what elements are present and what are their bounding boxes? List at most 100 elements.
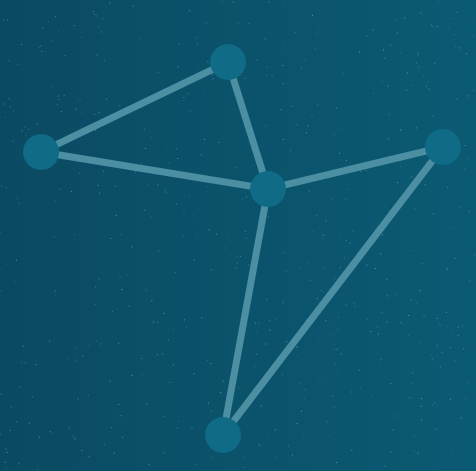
speckle [372, 29, 374, 31]
speckle [423, 343, 425, 345]
speckle [40, 45, 42, 47]
speckle [268, 436, 270, 438]
speckle [97, 184, 99, 186]
speckle [397, 182, 399, 184]
speckle [423, 315, 425, 317]
speckle [182, 235, 184, 237]
speckle [449, 347, 451, 348]
speckle [151, 136, 153, 138]
speckle [341, 128, 343, 130]
speckle [93, 11, 95, 12]
speckle [254, 322, 256, 324]
speckle [327, 420, 329, 422]
speckle [207, 61, 209, 63]
speckle [323, 267, 325, 269]
speckle [157, 184, 159, 186]
speckle [414, 435, 416, 437]
speckle [141, 374, 143, 376]
speckle [464, 145, 466, 146]
speckle [94, 114, 96, 115]
speckle [461, 325, 463, 327]
speckle [409, 397, 411, 398]
speckle [243, 466, 245, 468]
speckle [439, 324, 441, 326]
speckle [113, 452, 115, 454]
speckle [425, 85, 427, 87]
speckle [434, 63, 436, 64]
speckle [450, 329, 452, 331]
speckle [301, 67, 302, 69]
speckle [100, 31, 102, 33]
speckle [178, 43, 180, 45]
speckle [81, 112, 83, 114]
speckle [320, 290, 322, 291]
speckle [400, 129, 402, 131]
speckle [245, 237, 247, 239]
speckle [57, 95, 59, 97]
speckle [38, 436, 40, 438]
speckle [377, 326, 378, 328]
speckle [97, 26, 99, 28]
speckle [98, 112, 100, 114]
speckle [158, 71, 160, 73]
speckle [404, 17, 406, 19]
speckle [387, 85, 389, 87]
speckle [3, 103, 5, 105]
speckle [177, 66, 179, 68]
speckle [333, 407, 335, 408]
speckle [42, 27, 44, 29]
graph-edge-left-center [37, 148, 272, 193]
speckle [386, 321, 388, 323]
graph-node-bottom [205, 417, 241, 453]
speckle [103, 170, 105, 172]
speckle [415, 127, 417, 129]
speckle [10, 406, 12, 408]
speckle [21, 361, 23, 363]
speckle [303, 397, 305, 399]
speckle [359, 51, 360, 53]
speckle [438, 0, 440, 2]
speckle [163, 415, 165, 417]
speckle [0, 290, 2, 292]
speckle [22, 345, 24, 347]
speckle [446, 325, 448, 327]
speckle [96, 54, 98, 56]
speckle [53, 236, 55, 238]
speckle [282, 138, 284, 140]
speckle [135, 171, 136, 173]
speckle [339, 234, 341, 236]
speckle [340, 353, 342, 355]
speckle [95, 303, 96, 305]
speckle [349, 242, 351, 244]
speckle [473, 90, 474, 92]
speckle [447, 186, 449, 188]
speckle [19, 386, 21, 388]
speckle [73, 234, 75, 236]
speckle [237, 22, 239, 24]
speckle [210, 362, 212, 364]
speckle [244, 231, 246, 232]
speckle [138, 37, 140, 39]
speckle [351, 449, 353, 451]
speckle [236, 255, 238, 257]
speckle [175, 148, 177, 150]
speckle [195, 464, 197, 466]
speckle [436, 26, 438, 28]
speckle [258, 444, 260, 446]
speckle [266, 66, 268, 68]
speckle [165, 187, 167, 189]
speckle [447, 27, 449, 29]
speckle [366, 264, 368, 266]
speckle [256, 59, 258, 61]
speckle [119, 105, 121, 107]
speckle [458, 47, 460, 49]
speckle [254, 365, 256, 367]
speckle [366, 318, 368, 320]
speckle [334, 277, 336, 279]
speckle [288, 445, 289, 447]
speckle [266, 74, 268, 76]
speckle [394, 20, 396, 21]
speckle [325, 220, 327, 222]
speckle [384, 206, 386, 208]
speckle [75, 108, 77, 110]
